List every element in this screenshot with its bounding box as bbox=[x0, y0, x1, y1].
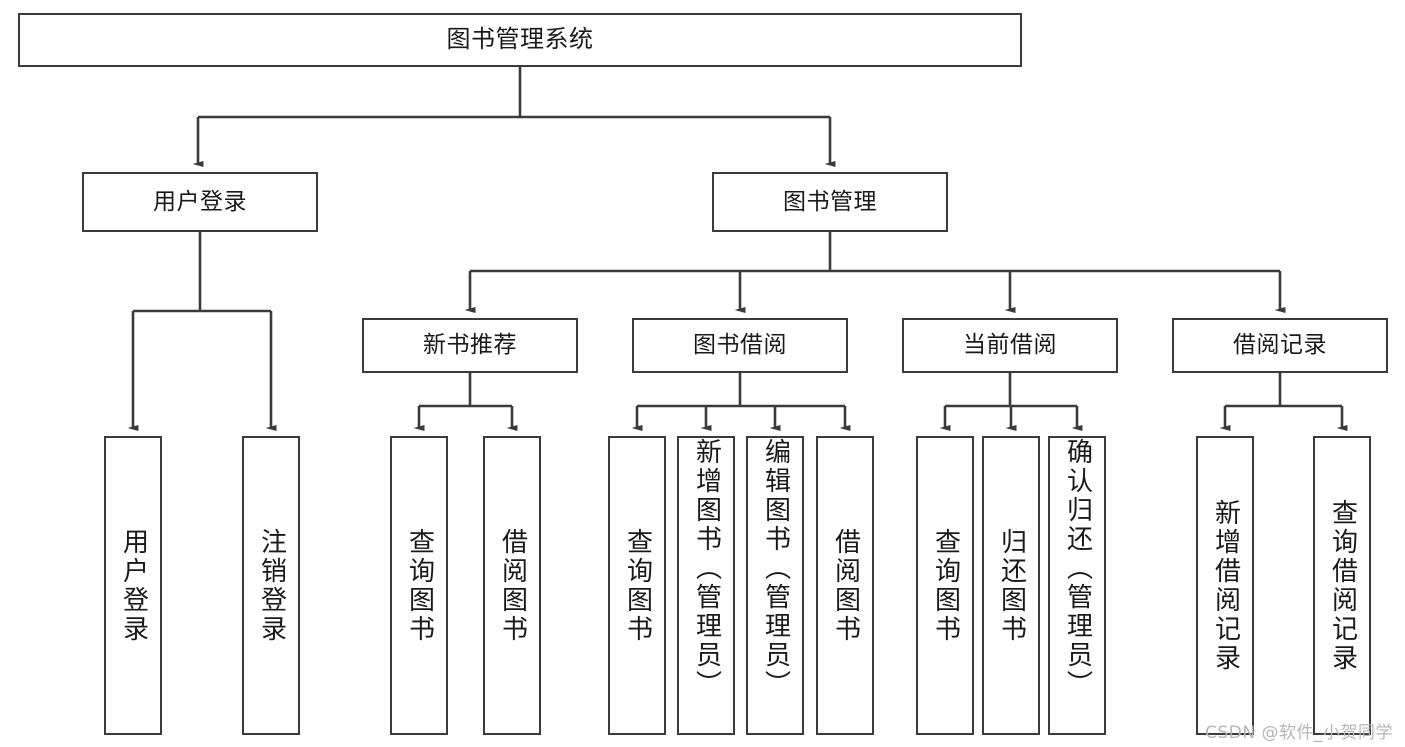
node-label: 查询图书 bbox=[622, 527, 653, 644]
leaf-record-query[interactable]: 查询借阅记录 bbox=[1313, 436, 1371, 735]
node-label: 图书管理 bbox=[783, 188, 877, 215]
leaf-book-borrow-borrow[interactable]: 借阅图书 bbox=[816, 436, 874, 735]
leaf-book-borrow-query[interactable]: 查询图书 bbox=[608, 436, 666, 735]
leaf-new-book-borrow[interactable]: 借阅图书 bbox=[483, 436, 541, 735]
node-label: 借阅图书 bbox=[497, 527, 528, 644]
node-label: 当前借阅 bbox=[963, 332, 1057, 359]
node-new-book-recommendation[interactable]: 新书推荐 bbox=[362, 318, 578, 373]
leaf-current-borrow-query[interactable]: 查询图书 bbox=[916, 436, 974, 735]
node-label: 新书推荐 bbox=[423, 332, 517, 359]
leaf-current-borrow-return[interactable]: 归还图书 bbox=[982, 436, 1040, 735]
node-label: 用户登录 bbox=[153, 188, 247, 215]
node-label: 确认归还（管理员） bbox=[1062, 438, 1093, 699]
node-current-borrowing[interactable]: 当前借阅 bbox=[902, 318, 1118, 373]
leaf-record-add[interactable]: 新增借阅记录 bbox=[1196, 436, 1254, 735]
node-borrowing-record[interactable]: 借阅记录 bbox=[1172, 318, 1388, 373]
node-label: 编辑图书（管理员） bbox=[760, 438, 791, 699]
node-book-management-system[interactable]: 图书管理系统 bbox=[18, 13, 1022, 67]
leaf-book-borrow-add[interactable]: 新增图书（管理员） bbox=[677, 436, 735, 735]
node-label: 新增借阅记录 bbox=[1210, 498, 1241, 673]
node-book-management[interactable]: 图书管理 bbox=[712, 172, 948, 232]
node-label: 图书借阅 bbox=[693, 332, 787, 359]
node-label: 借阅记录 bbox=[1233, 332, 1327, 359]
leaf-user-login-login[interactable]: 用户登录 bbox=[104, 436, 162, 735]
node-book-borrowing[interactable]: 图书借阅 bbox=[632, 318, 848, 373]
leaf-book-borrow-edit[interactable]: 编辑图书（管理员） bbox=[746, 436, 804, 735]
csdn-watermark: CSDN @软件_小贺同学 bbox=[1205, 723, 1393, 743]
node-label: 借阅图书 bbox=[830, 527, 861, 644]
leaf-current-borrow-confirm-return[interactable]: 确认归还（管理员） bbox=[1048, 436, 1106, 735]
node-label: 图书管理系统 bbox=[446, 25, 594, 54]
node-label: 查询图书 bbox=[404, 527, 435, 644]
node-label: 归还图书 bbox=[996, 527, 1027, 644]
node-user-login[interactable]: 用户登录 bbox=[82, 172, 318, 232]
node-label: 新增图书（管理员） bbox=[691, 438, 722, 699]
leaf-user-login-logout[interactable]: 注销登录 bbox=[242, 436, 300, 735]
node-label: 用户登录 bbox=[118, 527, 149, 644]
node-label: 注销登录 bbox=[256, 527, 287, 644]
leaf-new-book-query[interactable]: 查询图书 bbox=[390, 436, 448, 735]
node-label: 查询借阅记录 bbox=[1327, 498, 1358, 673]
node-label: 查询图书 bbox=[930, 527, 961, 644]
